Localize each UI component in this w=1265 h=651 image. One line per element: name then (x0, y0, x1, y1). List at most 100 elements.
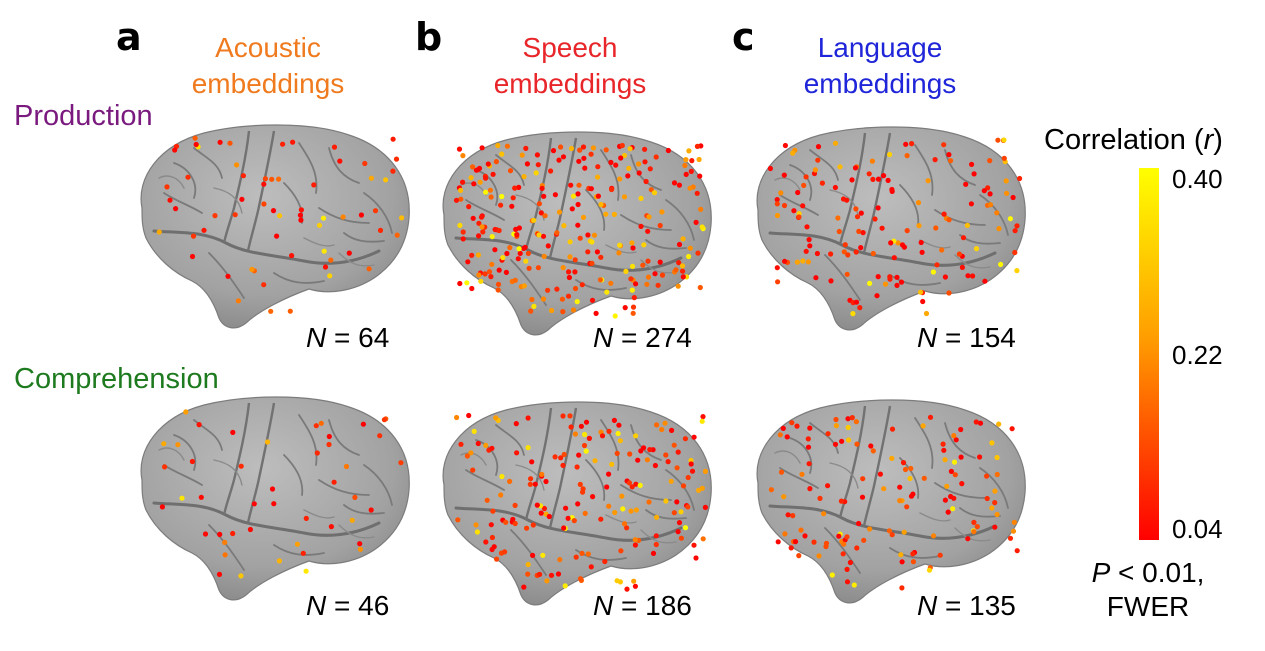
electrode-dot (326, 441, 332, 448)
electrode-dot (632, 537, 638, 543)
electrode-dot (870, 176, 876, 182)
electrode-dot (628, 508, 634, 514)
electrode-dot (969, 161, 975, 167)
electrode-dot (689, 468, 696, 474)
electrode-dot (915, 200, 922, 206)
electrode-dot (460, 153, 466, 159)
electrode-dot (524, 161, 531, 167)
electrode-dot (941, 447, 947, 453)
electrode-dot (688, 461, 694, 467)
electrode-dot (699, 485, 705, 491)
electrode-dot (794, 423, 800, 429)
electrode-dot (700, 536, 706, 542)
electrode-dot (685, 474, 691, 481)
n-equals: = (937, 322, 970, 353)
electrode-dot (778, 469, 785, 475)
electrode-dot (225, 273, 231, 279)
electrode-dot (694, 143, 701, 149)
electrode-dot (942, 497, 949, 503)
electrode-dot (327, 273, 333, 279)
electrode-dot (530, 522, 536, 528)
electrode-dot (789, 420, 795, 426)
electrode-dot (161, 441, 167, 447)
electrode-dot (270, 208, 277, 214)
electrode-dot (489, 534, 495, 541)
electrode-dot (775, 279, 781, 285)
electrode-dot (908, 465, 914, 472)
electrode-dot (942, 457, 948, 463)
electrode-dot (569, 206, 575, 212)
electrode-dot (887, 151, 893, 158)
electrode-dot (238, 463, 244, 469)
electrode-dot (909, 141, 915, 147)
electrode-dot (274, 233, 280, 239)
electrode-dot (958, 426, 964, 433)
electrode-dot (262, 176, 268, 182)
electrode-dot (239, 196, 245, 202)
electrode-dot (574, 299, 580, 305)
electrode-dot (932, 157, 938, 163)
electrode-dot (631, 295, 637, 301)
electrode-dot (904, 504, 910, 510)
electrode-dot (565, 515, 571, 521)
electrode-dot (561, 451, 567, 458)
colorbar-title: Correlation (r) (1044, 124, 1223, 157)
electrode-dot (665, 147, 672, 154)
electrode-dot (294, 541, 300, 547)
electrode-dot (671, 510, 677, 516)
electrode-dot (674, 465, 680, 471)
electrode-dot (630, 310, 636, 316)
electrode-dot (680, 274, 686, 280)
n-equals: = (937, 590, 970, 621)
electrode-dot (795, 189, 801, 196)
electrode-dot (774, 197, 780, 203)
electrode-dot (790, 150, 796, 156)
electrode-dot (575, 191, 581, 197)
electrode-dot (541, 505, 548, 512)
electrode-dot (527, 481, 533, 487)
electrode-dot (901, 529, 907, 535)
electrode-dot (682, 525, 689, 531)
electrode-dot (202, 531, 209, 537)
electrode-dot (638, 195, 644, 201)
electrode-dot (693, 219, 699, 225)
electrode-dot (676, 520, 683, 526)
electrode-dot (964, 222, 971, 228)
electrode-dot (631, 578, 637, 584)
electrode-dot (580, 144, 587, 150)
electrode-dot (552, 454, 558, 460)
electrode-dot (849, 415, 855, 421)
panel-letter-a: a (116, 15, 142, 59)
electrode-dot (488, 274, 494, 280)
electrode-dot (192, 135, 198, 141)
electrode-dot (609, 186, 615, 193)
electrode-dot (622, 305, 628, 311)
n-label-c-comprehension: N = 135 (917, 590, 1016, 622)
electrode-dot (460, 229, 466, 235)
electrode-dot (821, 511, 827, 517)
electrode-dot (798, 527, 804, 533)
electrode-dot (513, 226, 519, 232)
electrode-dot (298, 217, 304, 223)
title-language-line1: Language (817, 32, 943, 63)
electrode-dot (550, 148, 557, 154)
electrode-dot (894, 274, 900, 280)
electrode-dot (483, 175, 489, 181)
electrode-dot (507, 245, 513, 251)
electrode-dot (585, 249, 591, 255)
electrode-dot (577, 147, 583, 153)
electrode-dot (510, 516, 516, 522)
electrode-dot (465, 259, 471, 265)
electrode-dot (487, 187, 493, 193)
n-value: 154 (969, 322, 1016, 353)
electrode-dot (889, 426, 896, 432)
electrode-dot (1012, 249, 1018, 256)
electrode-dot (368, 507, 374, 513)
electrode-dot (950, 506, 956, 512)
electrode-dot (989, 440, 995, 446)
electrode-dot (970, 273, 976, 279)
n-equals: = (326, 322, 359, 353)
electrode-dot (581, 155, 587, 161)
electrode-dot (693, 555, 699, 561)
electrode-dot (640, 262, 646, 268)
